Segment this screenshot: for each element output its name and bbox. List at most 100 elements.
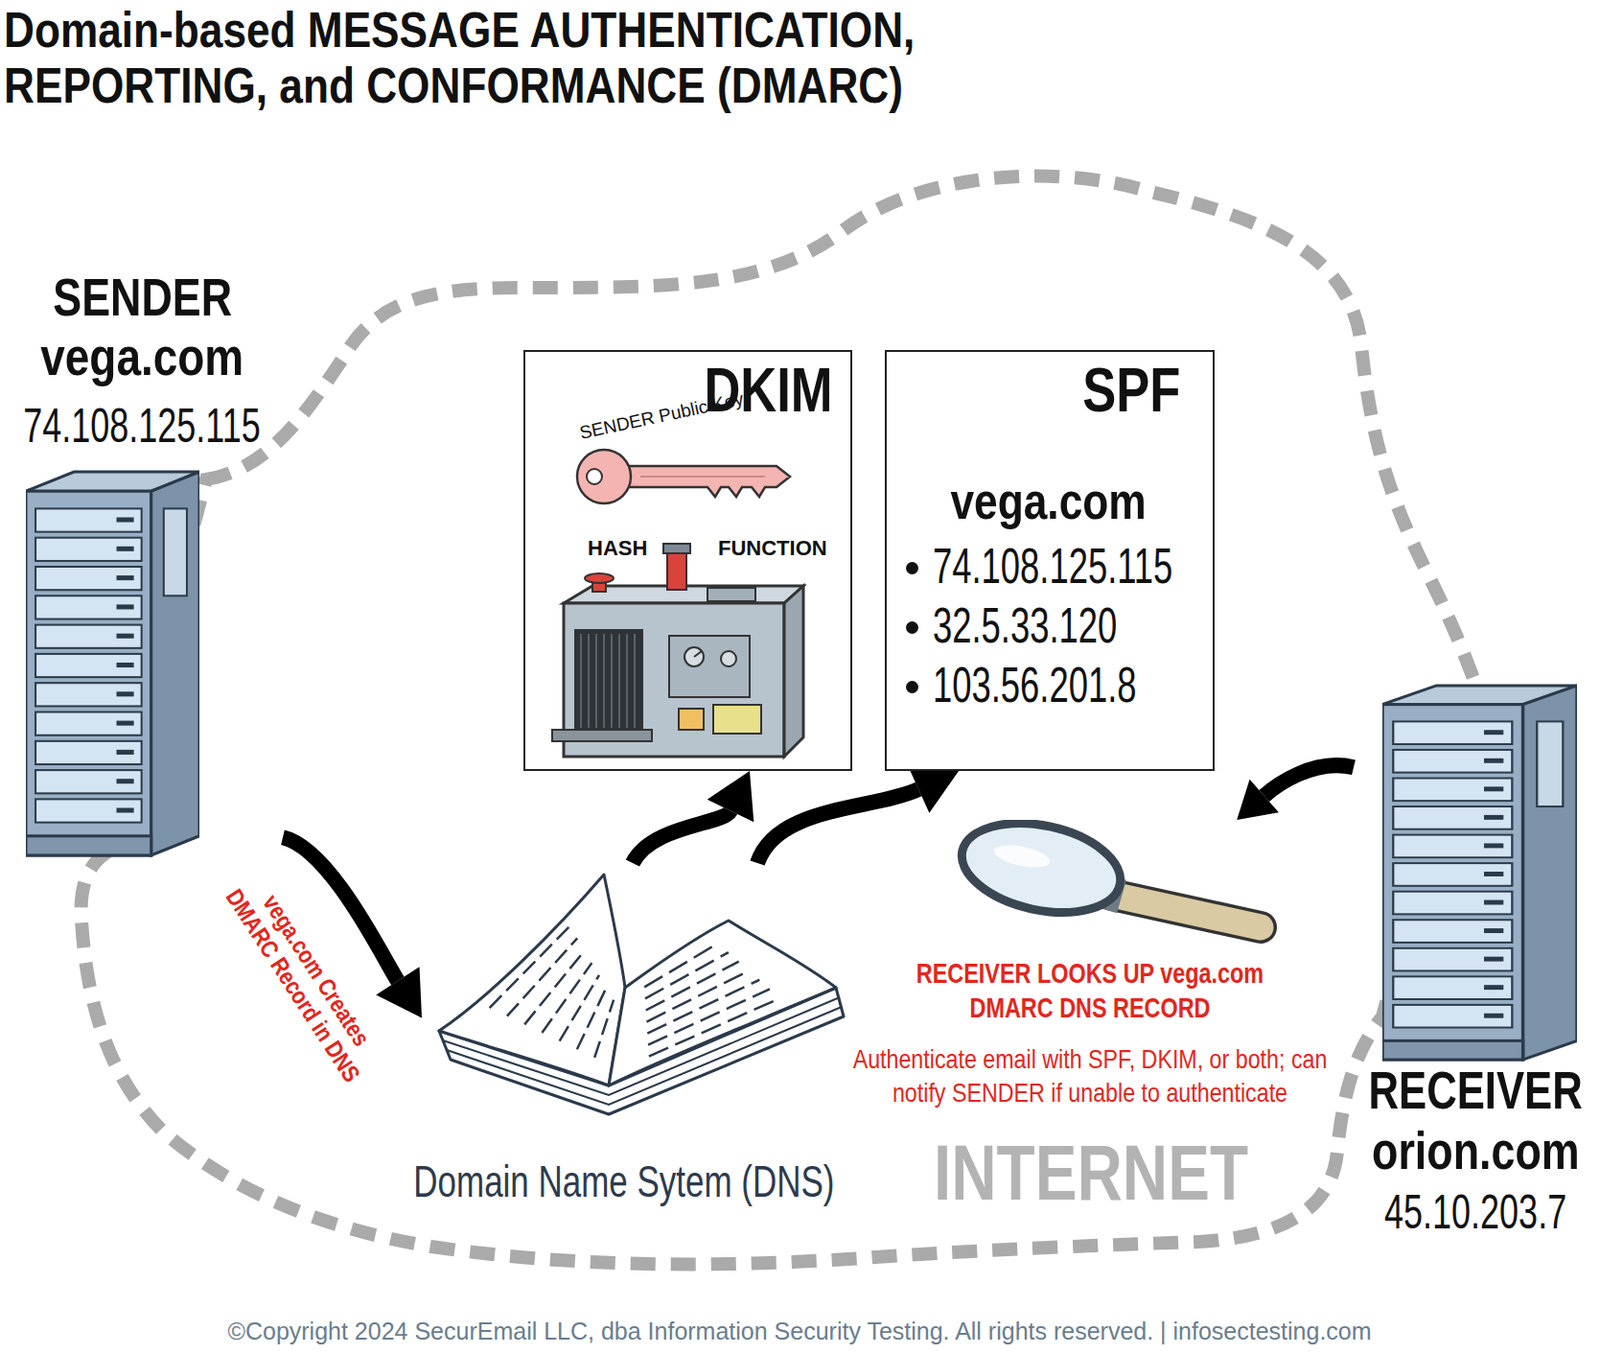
art-shape	[1392, 862, 1512, 886]
box-heading: DKIM	[703, 355, 833, 427]
art-shape	[1523, 685, 1577, 1060]
art-shape	[1484, 927, 1504, 933]
art-shape	[1392, 834, 1512, 858]
art-shape	[439, 874, 626, 1086]
flow-arrow	[1236, 765, 1354, 820]
art-shape	[667, 551, 687, 590]
art-shape	[559, 974, 600, 1042]
art-shape	[1392, 891, 1512, 915]
flow-arrow	[757, 765, 959, 863]
art-shape	[489, 926, 571, 1008]
art-shape	[35, 595, 142, 619]
art-shape	[633, 633, 636, 728]
art-shape	[610, 633, 613, 728]
art-shape	[1484, 758, 1504, 764]
server-node: SENDERvega.com74.108.125.115	[0, 258, 283, 868]
art-shape	[116, 546, 135, 552]
art-shape	[25, 835, 152, 856]
dns-record-box: SPFvega.com74.108.125.11532.5.33.120103.…	[884, 349, 1215, 771]
art-shape	[953, 819, 1130, 927]
ip-address: 45.10.203.7	[1384, 1184, 1567, 1241]
book-illustration	[421, 862, 863, 1132]
art-shape	[1484, 871, 1504, 877]
art-shape	[669, 635, 750, 697]
server-node: RECEIVERorion.com45.10.203.7	[1353, 671, 1599, 1249]
arrow-head	[707, 770, 755, 822]
server-role: SENDER	[52, 266, 232, 328]
art-shape	[608, 920, 836, 1086]
arrow-shaft	[1264, 765, 1354, 796]
lookup-heading: RECEIVER LOOKS UP vega.com DMARC DNS REC…	[881, 955, 1300, 1025]
domain-name: vega.com	[40, 325, 244, 388]
art-shape	[35, 537, 142, 561]
art-shape	[584, 573, 614, 583]
art-shape	[594, 999, 614, 1058]
art-shape	[1484, 786, 1504, 791]
art-shape	[707, 587, 756, 602]
lookup-callout: RECEIVER LOOKS UP vega.com DMARC DNS REC…	[834, 819, 1357, 1117]
machine-label: FUNCTION	[718, 535, 828, 560]
art-shape	[577, 987, 607, 1049]
art-shape	[678, 708, 704, 730]
art-shape	[1382, 1040, 1524, 1060]
art-shape	[626, 633, 628, 728]
bullet-dot	[905, 680, 919, 694]
art-shape	[595, 633, 598, 728]
bullet-dot	[905, 561, 919, 575]
dns-record-box: DKIMSENDER Public KeyHASHFUNCTION	[523, 349, 853, 771]
flow-arrow	[632, 770, 754, 863]
ip-address: 74.108.125.115	[932, 537, 1173, 596]
art-shape	[1484, 842, 1504, 848]
server-illustration	[25, 469, 200, 858]
dns-book: Domain Name Sytem (DNS)	[421, 862, 863, 1215]
art-shape	[151, 471, 200, 856]
art-shape	[35, 508, 142, 532]
art-shape	[163, 508, 187, 596]
server-illustration	[1382, 683, 1577, 1062]
art-shape	[116, 633, 135, 639]
ip-address: 103.56.201.8	[932, 656, 1137, 715]
art-shape	[784, 585, 804, 757]
internet-boundary	[81, 176, 1477, 1265]
art-shape	[116, 662, 135, 668]
art-shape	[1392, 948, 1512, 972]
art-shape	[116, 720, 135, 726]
art-shape	[1484, 814, 1504, 820]
art-shape	[25, 490, 152, 856]
machine-label: HASH	[587, 535, 648, 560]
art-shape	[647, 970, 750, 1021]
art-shape	[1484, 729, 1504, 735]
art-shape	[116, 807, 135, 812]
art-shape	[647, 979, 760, 1034]
art-shape	[645, 951, 729, 998]
art-shape	[35, 682, 142, 706]
art-shape	[1382, 704, 1524, 1060]
art-shape	[575, 629, 643, 732]
art-shape	[116, 575, 135, 580]
arrow-head	[375, 966, 422, 1018]
art-shape	[618, 633, 621, 728]
art-shape	[1392, 778, 1512, 802]
art-shape	[1392, 975, 1512, 999]
bullet-dot	[905, 621, 919, 634]
art-shape	[648, 988, 770, 1044]
lookup-note: Authenticate email with SPF, DKIM, or bo…	[839, 1042, 1342, 1110]
art-shape	[720, 650, 737, 667]
domain-name: vega.com	[950, 470, 1146, 531]
art-shape	[35, 769, 142, 793]
art-shape	[35, 653, 142, 677]
arrow-shaft	[757, 788, 919, 863]
art-shape	[116, 603, 135, 609]
art-shape	[116, 691, 135, 696]
arrow-head	[1236, 779, 1279, 820]
art-shape	[1392, 919, 1512, 943]
art-shape	[116, 778, 135, 784]
server-role: RECEIVER	[1368, 1059, 1582, 1121]
art-shape	[116, 749, 135, 755]
arrow-shaft	[632, 810, 731, 863]
art-shape	[1484, 956, 1504, 962]
art-shape	[684, 647, 704, 667]
domain-name: orion.com	[1371, 1119, 1580, 1182]
art-shape	[646, 961, 740, 1011]
